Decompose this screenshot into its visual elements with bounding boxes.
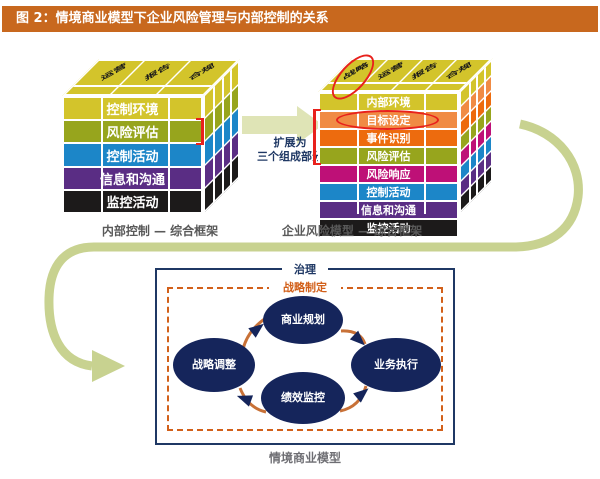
cube-row: 风险评估 [320,148,457,166]
node-label-performance-monitoring: 绩效监控 [281,391,325,404]
left-cube-front-face: 控制环境 风险评估 控制活动 信息和沟通 监控活动 [62,96,203,216]
grid-line [483,67,486,190]
expand-note-line1: 扩展为 [273,136,307,149]
red-bracket-risk-assessment [196,118,204,145]
cube-row: 风险响应 [320,166,457,184]
cycle-nodes [173,296,441,424]
grid-line [424,94,427,214]
node-business-planning [263,296,343,344]
arrow-up-right-icon [248,323,264,338]
arrow-left-icon [236,395,254,407]
left-cube-top-label-reporting: 报告 [144,62,172,83]
red-ellipse-objective-setting [336,110,439,130]
business-cycle-diagram [173,296,441,424]
grid-line [73,85,212,87]
red-bracket-three-components [313,109,321,165]
cube-row: 信息和沟通 [64,167,201,191]
green-arrow-head-icon [92,350,125,382]
left-cube-top-label-compliance: 合规 [188,62,216,83]
node-label-strategy-adjustment: 战略调整 [192,358,236,371]
arrow-up-right-icon [353,388,369,403]
figure-title-bar: 图 2：情境商业模型下企业风险管理与内部控制的关系 [2,6,598,32]
cube-row: 监控活动 [64,190,201,215]
cube-row: 事件识别 [320,130,457,148]
cube-row: 风险评估 [64,121,201,145]
node-business-execution [351,338,441,392]
expand-note-line2: 三个组成部分 [257,150,323,163]
grid-line [468,82,471,205]
grid-line [229,69,232,188]
cube-row: 控制活动 [64,144,201,168]
grid-line [221,77,224,196]
left-cube-caption: 内部控制 — 综合框架 [101,224,219,238]
business-model-box: 治理 战略制定 [155,261,455,445]
right-cube-top-label-compliance: 合规 [445,61,473,82]
figure-title: 图 2：情境商业模型下企业风险管理与内部控制的关系 [16,11,329,26]
grid-line [168,98,171,214]
grid-line [100,98,103,214]
right-cube-top-label-operations: 运营 [376,61,404,82]
node-label-business-execution: 业务执行 [374,358,418,371]
cube-row: 监控活动 [320,220,457,238]
arrow-down-right-icon [349,330,365,346]
node-label-business-planning: 商业规划 [281,313,325,326]
strategy-formulation-label: 战略制定 [269,279,341,295]
grid-line [213,85,216,204]
cube-row: 信息和沟通 [320,202,457,220]
right-cube-caption: 企业风险模型 — 综合框架 [281,224,423,238]
node-performance-monitoring [261,372,345,424]
cube-row: 控制环境 [64,98,201,122]
expand-block-arrow-icon [242,106,323,144]
business-model-caption: 情境商业模型 [268,451,341,465]
cube-row: 控制活动 [320,184,457,202]
expand-note: 扩展为 三个组成部分 [238,136,342,164]
governance-label: 治理 [282,261,328,277]
cycle-arrowheads [236,323,369,407]
right-cube-top-label-reporting: 报告 [411,61,439,82]
node-strategy-adjustment [173,338,255,392]
grid-line [476,75,478,197]
grid-line [356,94,359,214]
green-arrow-path [44,119,583,371]
